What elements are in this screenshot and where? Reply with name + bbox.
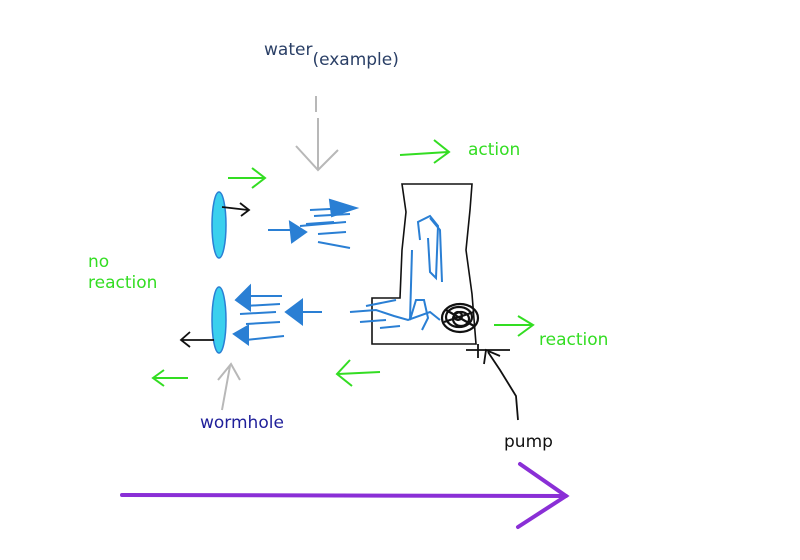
lower-water-flow	[232, 283, 322, 346]
upper-water-flow	[268, 198, 360, 249]
water-example-text: (example)	[312, 50, 399, 70]
timeline-arrow	[120, 462, 570, 529]
wormhole-pointer-arrow	[217, 362, 241, 411]
action-label: action	[468, 140, 521, 160]
top-green-arrow	[228, 167, 267, 189]
no-reaction-line-2: reaction	[88, 273, 158, 293]
action-arrow	[399, 139, 451, 164]
reaction-label: reaction	[539, 330, 609, 350]
wormhole-out-arrow	[221, 202, 251, 217]
wormhole-lower	[211, 286, 227, 354]
water-label: water(example)	[264, 40, 399, 70]
water-inflow-arrow	[295, 96, 339, 172]
left-green-arrow-far	[151, 369, 188, 387]
wormhole-label: wormhole	[200, 413, 284, 433]
wormhole-upper	[211, 191, 227, 259]
left-green-arrow-middle	[335, 359, 381, 387]
reaction-arrow	[494, 315, 535, 337]
water-text: water	[264, 40, 313, 60]
pump-label: pump	[504, 432, 553, 452]
wormhole-exit-arrow	[179, 331, 214, 348]
pump-rotor	[440, 302, 480, 334]
no-reaction-label: no reaction	[88, 252, 178, 294]
internal-water-circulation	[349, 214, 443, 331]
pump-machine	[371, 183, 477, 345]
no-reaction-line-1: no	[88, 252, 110, 272]
pump-pointer-arrow	[466, 344, 519, 421]
